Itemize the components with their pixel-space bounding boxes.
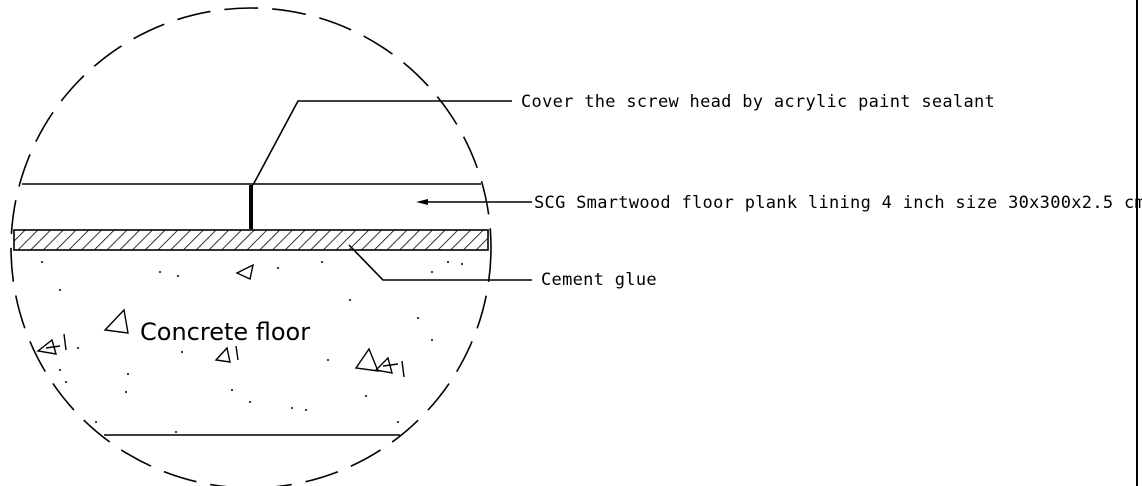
leader-plank — [416, 199, 532, 205]
concrete-aggregate — [36, 261, 463, 433]
label-sealant: Cover the screw head by acrylic paint se… — [521, 92, 995, 112]
detail-circle — [10, 7, 492, 486]
label-plank: SCG Smartwood floor plank lining 4 inch … — [534, 193, 1142, 213]
label-cement-glue: Cement glue — [541, 270, 657, 290]
cement-glue-layer — [13, 229, 489, 251]
leader-glue — [348, 244, 532, 281]
leader-sealant — [252, 100, 512, 186]
label-concrete-floor: Concrete floor — [140, 318, 310, 346]
